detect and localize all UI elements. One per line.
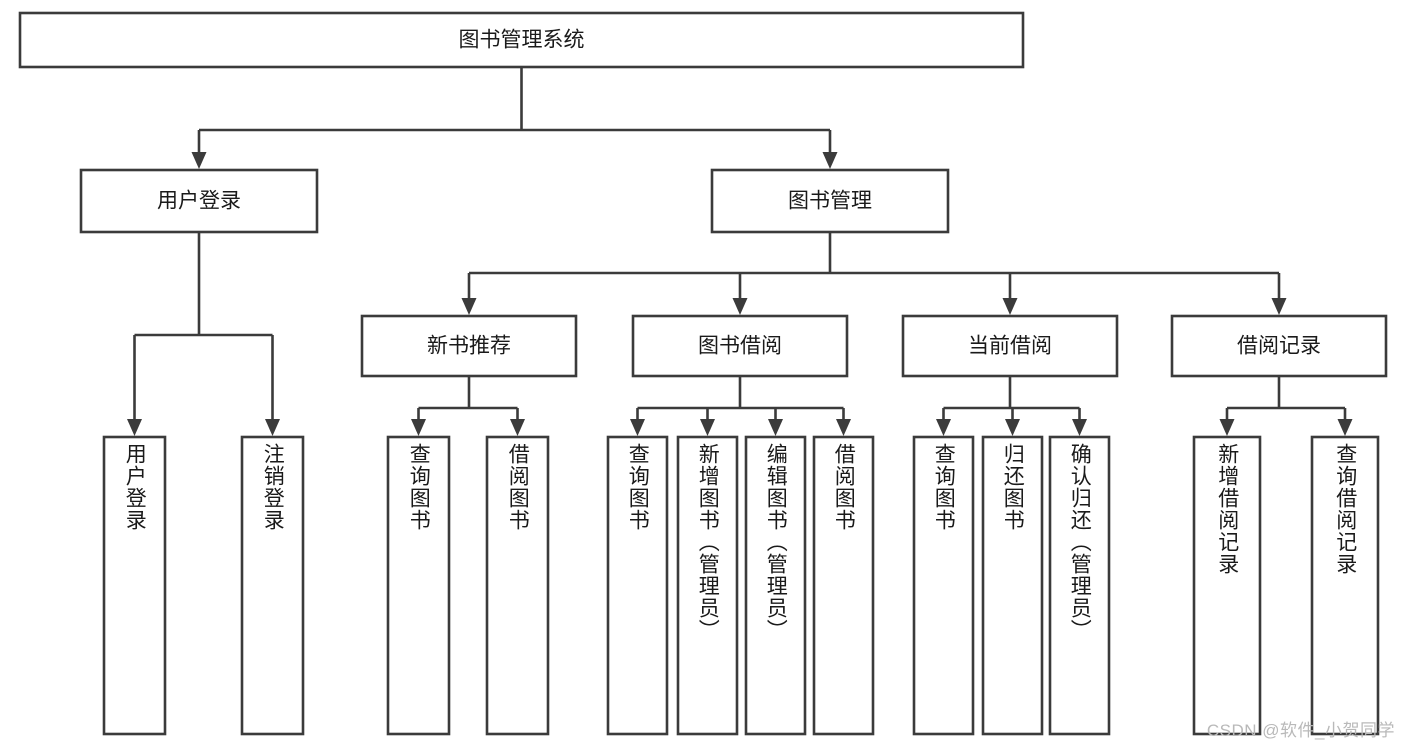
- arrow-head-icon: [510, 419, 525, 436]
- node-level3-3[interactable]: [1170, 314, 1388, 378]
- arrow-head-icon: [1005, 419, 1020, 436]
- node-leaf-10[interactable]: [1048, 435, 1111, 736]
- node-leaf-5[interactable]: [676, 435, 739, 736]
- boxes-layer: [18, 11, 1388, 736]
- node-level2-0[interactable]: [79, 168, 319, 234]
- node-leaf-4[interactable]: [606, 435, 669, 736]
- node-root-label: 图书管理系统: [459, 29, 585, 52]
- arrow-head-icon: [461, 298, 477, 315]
- arrow-head-icon: [1002, 298, 1018, 315]
- node-level3-2-label: 当前借阅: [968, 335, 1052, 358]
- node-leaf-1[interactable]: [240, 435, 305, 736]
- arrow-head-icon: [936, 419, 951, 436]
- node-level2-1[interactable]: [710, 168, 950, 234]
- node-level3-1[interactable]: [631, 314, 849, 378]
- arrow-head-icon: [630, 419, 645, 436]
- node-leaf-3[interactable]: [485, 435, 550, 736]
- node-level3-2[interactable]: [901, 314, 1119, 378]
- arrow-head-icon: [700, 419, 715, 436]
- arrow-head-icon: [191, 152, 207, 169]
- node-level3-0[interactable]: [360, 314, 578, 378]
- node-leaf-0[interactable]: [102, 435, 167, 736]
- node-leaf-6[interactable]: [744, 435, 807, 736]
- arrow-head-icon: [1271, 298, 1287, 315]
- node-level3-3-label: 借阅记录: [1237, 335, 1321, 358]
- arrow-head-icon: [265, 419, 280, 436]
- node-leaf-11[interactable]: [1192, 435, 1262, 736]
- arrow-head-icon: [1219, 419, 1235, 436]
- node-root[interactable]: [18, 11, 1025, 69]
- arrow-head-icon: [1337, 419, 1353, 436]
- arrow-head-icon: [1072, 419, 1087, 436]
- arrow-head-icon: [411, 419, 426, 436]
- node-leaf-12[interactable]: [1310, 435, 1380, 736]
- watermark-text: CSDN @软件_小贺同学: [1206, 721, 1395, 740]
- arrow-head-icon: [836, 419, 851, 436]
- arrow-head-icon: [768, 419, 783, 436]
- arrow-head-icon: [732, 298, 748, 315]
- node-leaf-2[interactable]: [386, 435, 451, 736]
- node-level2-1-label: 图书管理: [788, 190, 872, 213]
- node-leaf-9[interactable]: [981, 435, 1044, 736]
- arrow-head-icon: [127, 419, 142, 436]
- node-level3-0-label: 新书推荐: [427, 335, 511, 358]
- node-leaf-7[interactable]: [812, 435, 875, 736]
- node-level3-1-label: 图书借阅: [698, 335, 782, 358]
- node-level2-0-label: 用户登录: [157, 190, 241, 213]
- node-leaf-8[interactable]: [912, 435, 975, 736]
- arrow-head-icon: [822, 152, 838, 169]
- connectors-layer: [127, 67, 1353, 436]
